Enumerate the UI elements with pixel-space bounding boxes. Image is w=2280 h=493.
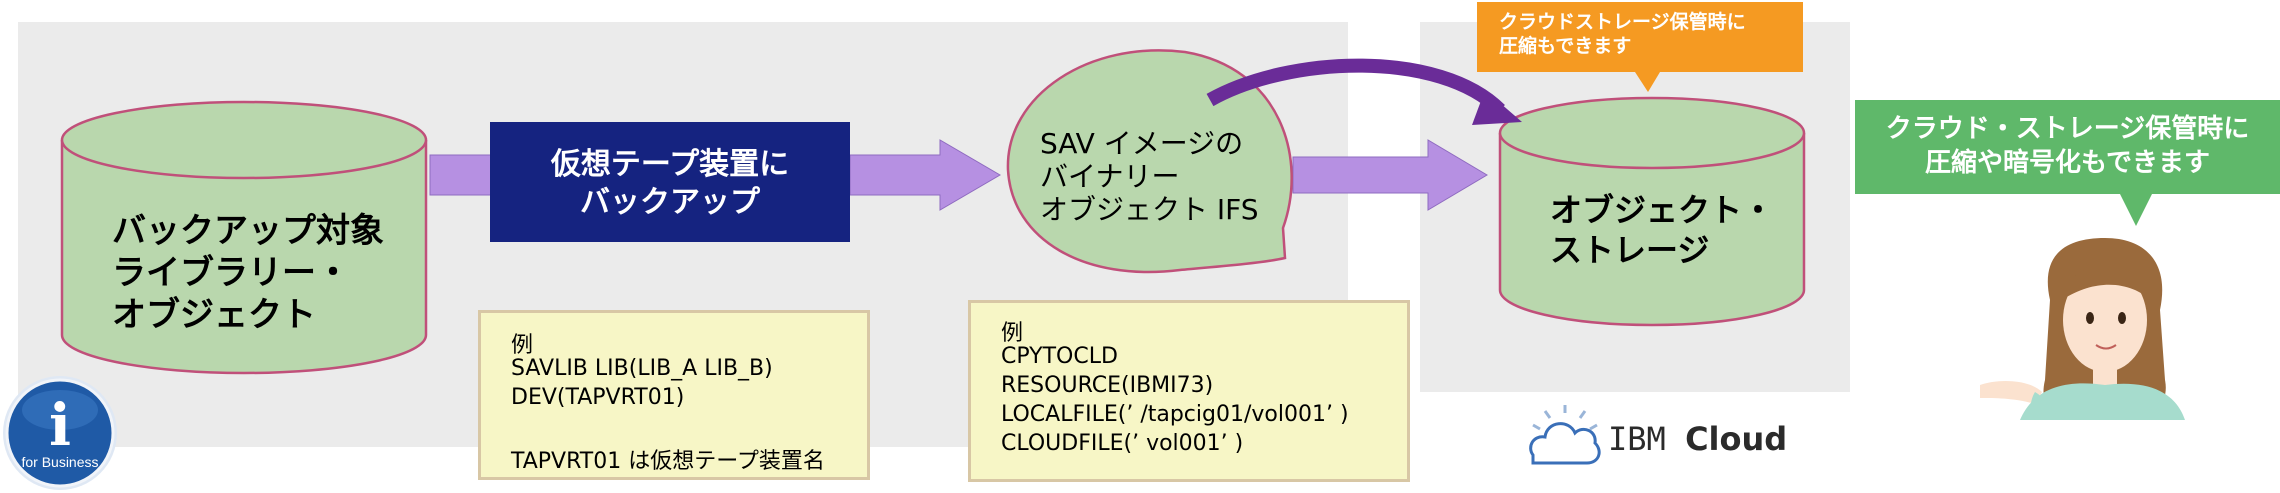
arrow-1: [429, 154, 496, 196]
virtual-tape-line-2: バックアップ: [580, 185, 760, 220]
green-line-1: クラウド・ストレージ保管時に: [1885, 114, 2250, 144]
binary-line-2: バイナリー: [1040, 160, 1180, 193]
savlib-line-3: DEV(TAPVRT01): [511, 385, 685, 410]
curved-arrow-icon: [1206, 58, 1505, 116]
green-callout-shape: [1855, 100, 2280, 226]
binary-object-bubble: [1006, 49, 1293, 274]
person-illustration: [1980, 238, 2185, 420]
cpytocld-line-1: 例: [1001, 321, 1024, 346]
binary-line-3: オブジェクト IFS: [1040, 193, 1259, 226]
object-storage-line-2: ストレージ: [1550, 231, 1710, 269]
orange-callout-text: クラウドストレージ保管時に 圧縮もできます: [1477, 10, 1803, 58]
example-cpytocld-note: 例 CPYTOCLD RESOURCE(IBMI73) LOCALFILE(’ …: [968, 300, 1410, 482]
savlib-line-5: TAPVRT01 は仮想テープ装置名: [511, 449, 825, 474]
cloud-wordmark: Cloud: [1685, 420, 1788, 458]
object-storage-label: オブジェクト・ ストレージ: [1550, 190, 1790, 270]
savlib-line-1: 例: [511, 333, 534, 358]
source-line-2: ライブラリー・: [112, 253, 350, 293]
orange-callout-shape: [1477, 2, 1803, 92]
object-storage-line-1: オブジェクト・: [1550, 191, 1775, 229]
savlib-line-2: SAVLIB LIB(LIB_A LIB_B): [511, 356, 773, 381]
source-line-1: バックアップ対象: [112, 211, 384, 251]
source-line-3: オブジェクト: [112, 295, 316, 335]
green-line-2: 圧縮や暗号化もできます: [1925, 148, 2210, 178]
green-callout-text: クラウド・ストレージ保管時に 圧縮や暗号化もできます: [1855, 112, 2280, 180]
source-cylinder-label: バックアップ対象 ライブラリー・ オブジェクト: [112, 210, 412, 336]
virtual-tape-box: 仮想テープ装置に バックアップ: [490, 122, 850, 242]
ibm-i-badge-icon: i for Business: [3, 376, 117, 490]
cpytocld-line-4: LOCALFILE(’ /tapcig01/vol001’ ): [1001, 402, 1349, 427]
ibm-wordmark: IBM: [1608, 420, 1666, 458]
ibm-i-caption: for Business: [21, 454, 98, 470]
cpytocld-line-2: CPYTOCLD: [1001, 344, 1118, 369]
binary-line-1: SAV イメージの: [1040, 127, 1244, 160]
orange-line-2: 圧縮もできます: [1499, 35, 1632, 57]
orange-line-1: クラウドストレージ保管時に: [1499, 11, 1746, 33]
curved-arrow-head: [1472, 90, 1522, 125]
cpytocld-line-3: RESOURCE(IBMI73): [1001, 373, 1214, 398]
savlib-line-4: [511, 414, 867, 443]
ibm-cloud-icon: [1529, 405, 1601, 465]
object-storage-cylinder-shape: [1498, 96, 1806, 327]
source-cylinder-shape: [60, 100, 428, 375]
example-savlib-note: 例 SAVLIB LIB(LIB_A LIB_B) DEV(TAPVRT01) …: [478, 310, 870, 480]
ibm-cloud-logo: IBM Cloud: [1608, 420, 1787, 458]
cpytocld-line-5: CLOUDFILE(’ vol001’ ): [1001, 431, 1244, 456]
ibm-i-letter: i: [49, 391, 71, 459]
binary-object-label: SAV イメージの バイナリー オブジェクト IFS: [1040, 127, 1280, 226]
arrow-2: [849, 139, 1001, 211]
arrow-3: [1292, 139, 1488, 211]
virtual-tape-line-1: 仮想テープ装置に: [550, 147, 790, 182]
